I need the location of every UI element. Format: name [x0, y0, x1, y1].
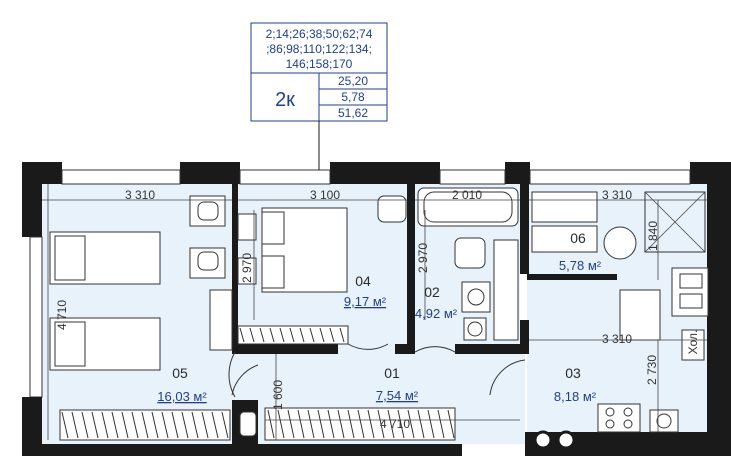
furniture-room-04: [237, 195, 407, 350]
dim-bath-width: 2 010: [452, 188, 482, 202]
dim-room05-height: 4 710: [55, 300, 69, 330]
room-05-number: 05: [172, 365, 188, 381]
room-02-number: 02: [424, 284, 440, 300]
room-03-number: 03: [565, 365, 581, 381]
dim-corridor-width: 4 710: [380, 417, 410, 431]
dim-balcony-height: 1 840: [646, 221, 660, 251]
room-01-area: 7,54 м²: [376, 388, 419, 403]
room-06-number: 06: [570, 230, 586, 246]
furniture-room-06: [531, 191, 709, 317]
room-02-area: 4,92 м²: [415, 306, 458, 321]
room-03-area: 8,18 м²: [554, 389, 597, 404]
dim-room03-width: 3 310: [602, 332, 632, 346]
fridge-label: Хол.: [686, 330, 700, 355]
floors-line-1: 2;14;26;38;50;62;74: [266, 27, 373, 41]
furniture-room-05: [49, 195, 236, 441]
dim-room04-width: 3 100: [310, 188, 340, 202]
room-04-number: 04: [355, 273, 371, 289]
walls: [22, 162, 731, 456]
apartment-type: 2к: [275, 89, 295, 111]
info-box: 2;14;26;38;50;62;74 ;86;98;110;122;134; …: [250, 22, 388, 122]
dim-bath-height: 2 970: [416, 243, 430, 273]
dim-corridor-height: 1 600: [271, 380, 285, 410]
dim-room03-height: 2 730: [645, 355, 659, 385]
room-04-area: 9,17 м²: [344, 294, 387, 309]
dim-room05-width: 3 310: [125, 188, 155, 202]
kitchen-area: 5,78: [341, 90, 365, 104]
furniture-bath-02: [414, 187, 519, 353]
living-area: 25,20: [338, 74, 368, 88]
dim-room04-height: 2 970: [240, 253, 254, 283]
furniture-kitchen-03: [489, 289, 705, 450]
dim-room06-width: 3 310: [602, 188, 632, 202]
floors-line-2: ;86;98;110;122;134;: [266, 42, 372, 56]
dimension-lines: [42, 184, 707, 440]
furniture-corridor: [231, 364, 456, 441]
room-05-area: 16,03 м²: [157, 389, 207, 404]
room-06-area: 5,78 м²: [559, 258, 602, 273]
room-01-number: 01: [384, 365, 400, 381]
floors-line-3: 146;158;170: [286, 57, 353, 71]
total-area: 51,62: [338, 106, 368, 120]
